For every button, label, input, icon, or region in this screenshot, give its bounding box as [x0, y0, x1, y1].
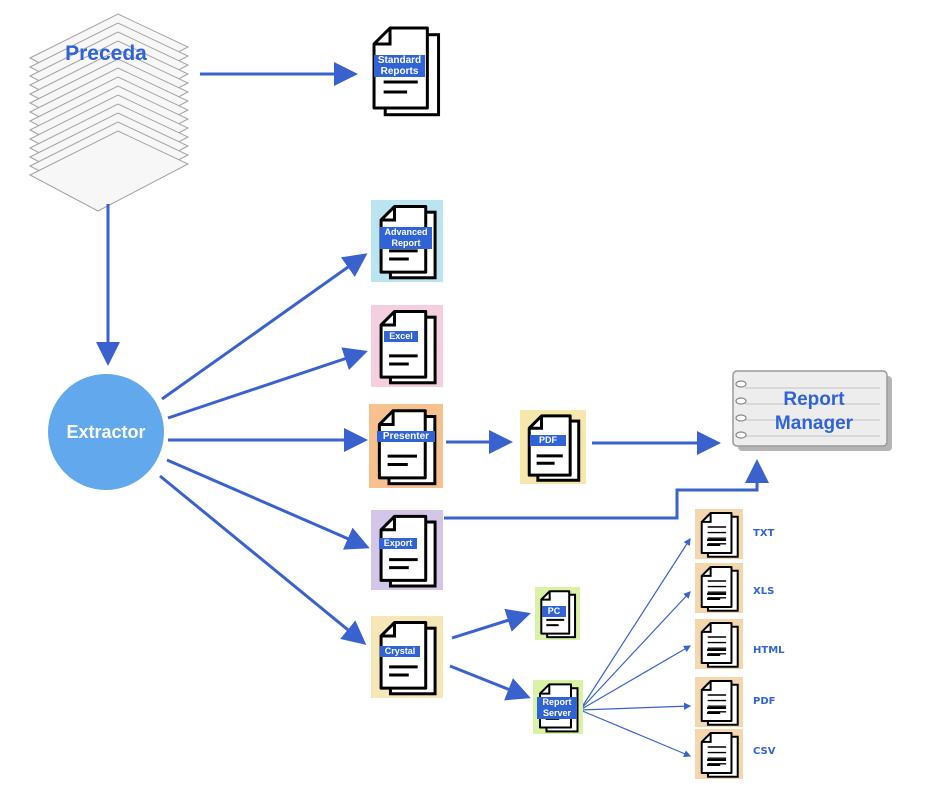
report-server-label-line1: Report [542, 697, 572, 707]
arrow-extractor-export [166, 458, 370, 550]
report-manager-label-line1: Report [783, 389, 845, 410]
standard-reports-label: Standard Reports [374, 55, 425, 77]
presenter-doc-icon [369, 404, 443, 488]
flow-arrows [96, 62, 769, 701]
arrow-extractor-crystal [159, 474, 367, 645]
report-server-label: Report Server [537, 697, 577, 719]
export-doc-icon [371, 510, 443, 590]
format-label-html: HTML [753, 645, 785, 656]
standard-reports-label-line2: Reports [380, 66, 419, 77]
export-label: Export [379, 538, 417, 549]
excel-doc-icon [371, 305, 443, 387]
pc-label-text: PC [547, 606, 561, 616]
export-label-text: Export [383, 538, 413, 548]
format-label-xls: XLS [753, 586, 775, 597]
format-arrows [579, 537, 692, 758]
pc-label: PC [542, 606, 566, 617]
pdf-output-label-text: PDF [539, 435, 557, 445]
advanced-report-label-line1: Advanced [384, 227, 428, 237]
advanced-report-label: Advanced Report [380, 227, 432, 249]
pdf-output-label: PDF [530, 435, 566, 446]
format-doc-icon-pdf [695, 677, 743, 727]
presenter-label: Presenter [377, 431, 435, 442]
format-label-csv: CSV [753, 746, 776, 757]
report-server-label-line2: Server [542, 708, 572, 718]
format-doc-icon-csv [695, 729, 743, 779]
preceda-stack-icon [28, 13, 190, 212]
preceda-label: Preceda [65, 42, 147, 65]
format-label-txt: TXT [753, 528, 775, 539]
presenter-label-text: Presenter [382, 431, 430, 442]
arrow-export-reportmanager [444, 459, 769, 520]
excel-label: Excel [384, 331, 418, 342]
report-manager-label: Report Manager [752, 388, 876, 436]
report-manager-notebook-icon [732, 370, 892, 451]
extractor-node [48, 374, 164, 490]
crystal-label-text: Crystal [384, 646, 416, 656]
standard-reports-label-line1: Standard [377, 55, 422, 66]
crystal-label: Crystal [380, 646, 420, 657]
arrow-crystal-reportserver [449, 664, 531, 701]
format-label-pdf: PDF [753, 696, 776, 707]
report-manager-label-line2: Manager [774, 413, 854, 434]
format-doc-icon-xls [695, 563, 743, 613]
advanced-report-label-line2: Report [391, 238, 421, 248]
crystal-doc-icon [371, 616, 443, 698]
arrow-crystal-pc [451, 608, 531, 640]
excel-label-text: Excel [389, 331, 413, 341]
arrow-extractor-excel [167, 347, 368, 420]
format-doc-icon-html [695, 619, 743, 669]
arrow-extractor-advanced [161, 253, 368, 401]
extractor-label: Extractor [66, 422, 146, 442]
pdf-doc-icon [520, 410, 586, 484]
format-doc-icon-txt [695, 509, 743, 559]
